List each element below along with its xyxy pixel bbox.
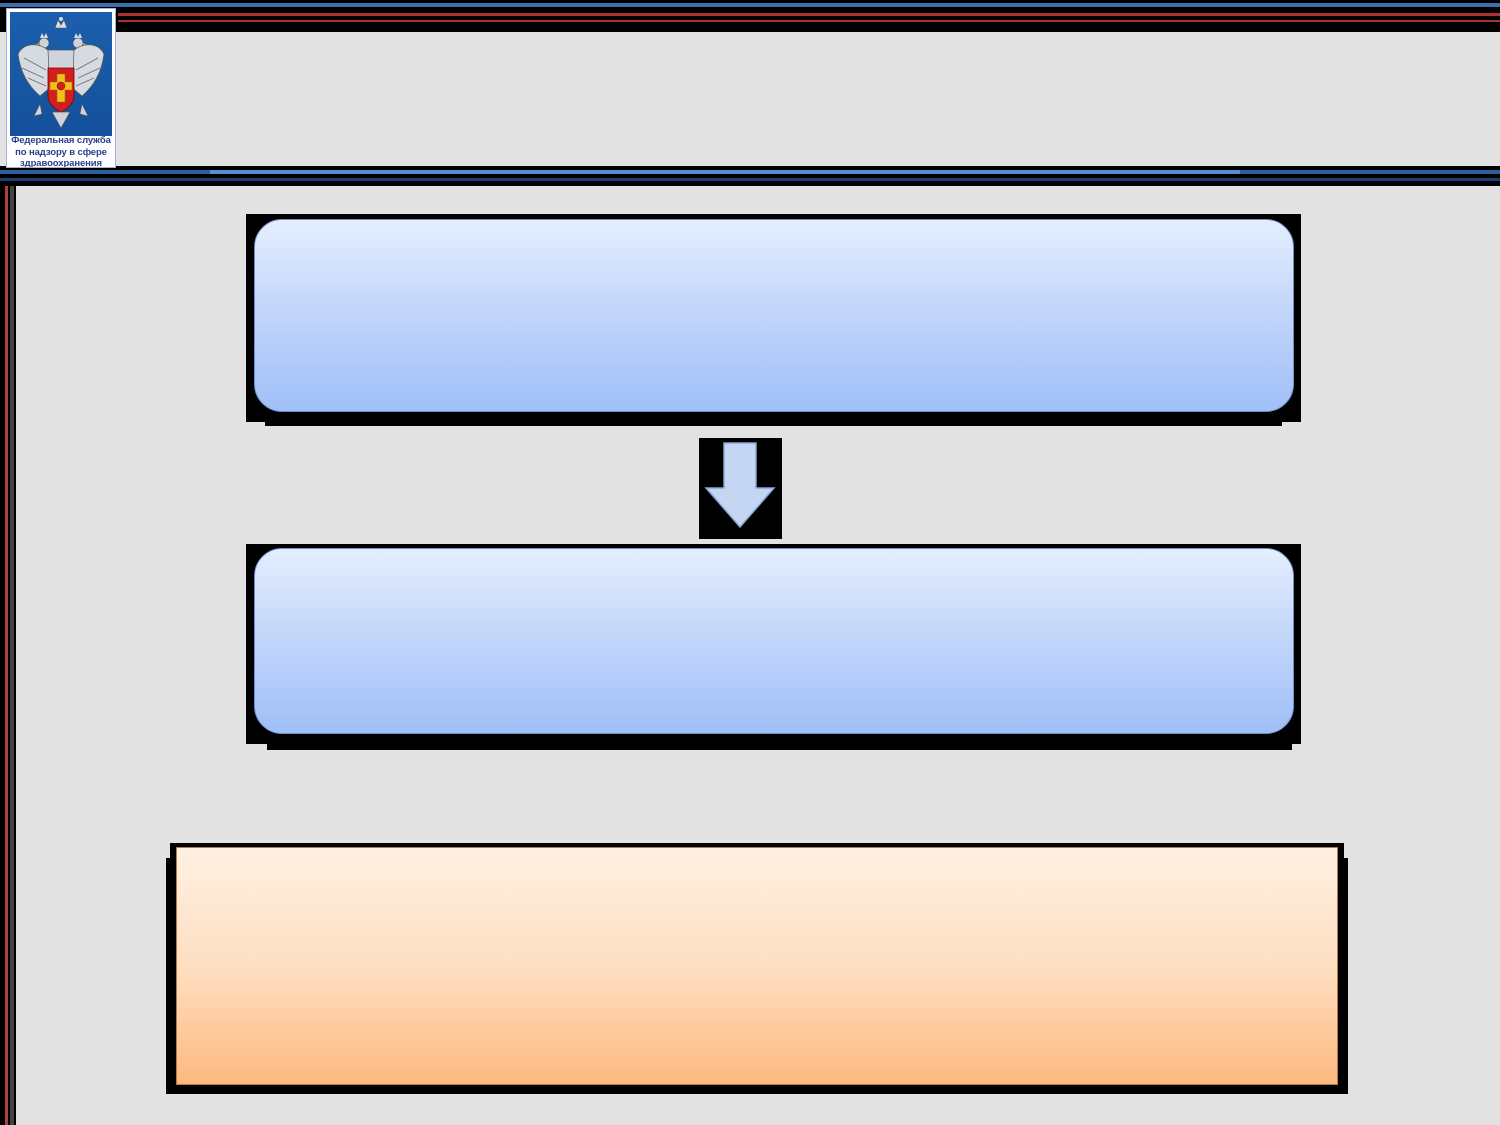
header-dark-blue-stripe	[0, 178, 1500, 181]
double-headed-eagle-icon	[17, 17, 105, 129]
flow-box-2	[254, 548, 1294, 734]
flow-box-3	[176, 847, 1338, 1085]
left-gray-stripe	[10, 186, 14, 1125]
header-light-stripe	[210, 170, 1240, 174]
down-arrow-icon	[704, 442, 776, 529]
logo-caption: Федеральная служба по надзору в сфере зд…	[7, 135, 115, 168]
flow-box-1-text	[255, 220, 1293, 411]
logo-caption-line-3: здравоохранения	[20, 158, 102, 168]
top-red-stripe-2	[118, 20, 1500, 22]
top-blue-stripe	[0, 3, 1500, 7]
agency-logo: Федеральная служба по надзору в сфере зд…	[6, 8, 116, 168]
flow-box-2-text	[255, 549, 1293, 733]
top-red-stripe	[118, 13, 1500, 16]
logo-caption-line-2: по надзору в сфере	[15, 146, 107, 158]
left-red-stripe	[5, 186, 8, 1125]
logo-blue-field	[10, 12, 112, 136]
flow-box-1	[254, 219, 1294, 412]
flow-box-3-text	[177, 848, 1337, 1084]
header-bottom-band	[0, 166, 1500, 186]
logo-caption-line-1: Федеральная служба	[11, 135, 111, 146]
